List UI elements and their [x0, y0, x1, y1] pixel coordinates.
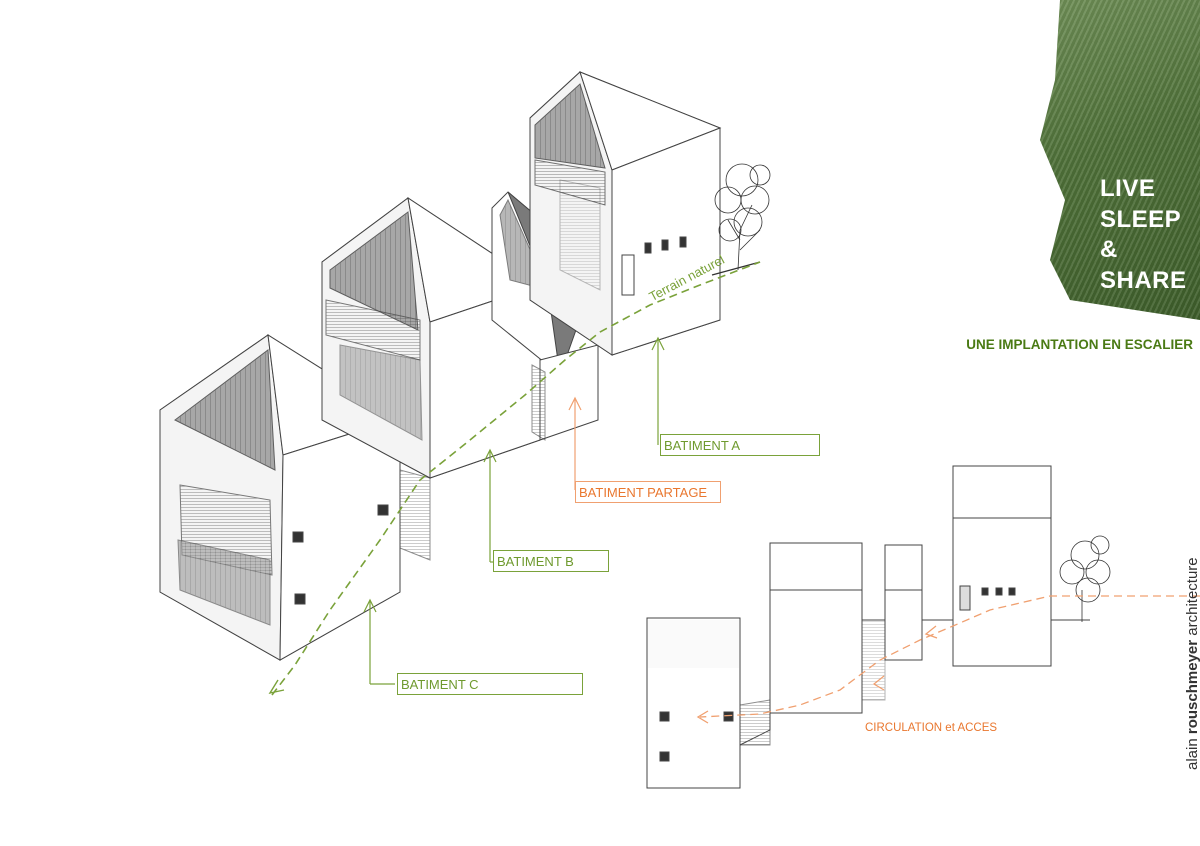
- callout-arrows: [363, 336, 665, 685]
- elevation-tree: [1059, 535, 1111, 622]
- terrain-arrowhead: [268, 679, 285, 695]
- batiment-a-volume: [529, 71, 722, 356]
- terrain-line: [271, 261, 761, 696]
- elevation-drawing: [646, 465, 1090, 789]
- circulation-label: CIRCULATION et ACCES: [865, 722, 998, 734]
- page-subtitle: UNE IMPLANTATION EN ESCALIER: [966, 337, 1193, 352]
- signature-prefix: alain: [1184, 738, 1200, 770]
- callout-batiment-b: BATIMENT B: [493, 550, 609, 572]
- tagline-line-4: SHARE: [1100, 266, 1187, 294]
- signature-name: rouschmeyer: [1184, 639, 1200, 735]
- callout-batiment-a: BATIMENT A: [660, 434, 820, 456]
- tagline-line-3: &: [1100, 236, 1118, 263]
- tree-sketch: [711, 163, 771, 276]
- batiment-b-volume: [321, 196, 542, 561]
- brand-color-panel: [1040, 0, 1200, 320]
- author-signature: alain rouschmeyer architecture: [1184, 557, 1200, 770]
- circulation-path: [699, 595, 1200, 718]
- tagline-line-2: SLEEP: [1100, 205, 1182, 233]
- callout-batiment-partage: BATIMENT PARTAGE: [575, 481, 721, 503]
- tagline-line-1: LIVE: [1100, 175, 1156, 202]
- circulation-arrowheads: [696, 625, 938, 724]
- signature-suffix: architecture: [1184, 557, 1200, 636]
- callout-batiment-c: BATIMENT C: [397, 673, 583, 695]
- tagline: LIVE SLEEP & SHARE: [1100, 174, 1187, 296]
